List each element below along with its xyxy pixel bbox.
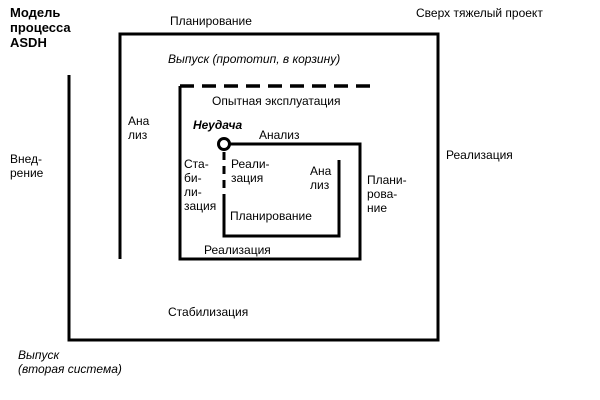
inner-left-label: Ста- би- ли- зация — [184, 157, 217, 213]
failure-point — [217, 137, 231, 151]
inner-spiral — [222, 160, 341, 238]
second-system-release-label: Выпуск (вторая система) — [18, 348, 122, 376]
diagram-title: Модель процесса ASDH — [10, 5, 71, 50]
pilot-label: Опытная эксплуатация — [212, 94, 341, 108]
inner-top-label: Анализ — [259, 128, 300, 142]
middle-bottom-label: Реализация — [204, 243, 271, 257]
outer-spiral — [67, 32, 440, 342]
core-planning-label: Планирование — [230, 209, 312, 223]
top-right-label: Сверх тяжелый проект — [416, 6, 543, 20]
outer-top-label: Планирование — [170, 14, 252, 28]
middle-left-label: Ана лиз — [128, 114, 150, 142]
outer-right-label: Реализация — [446, 148, 513, 162]
inner-right-label: Плани- рова- ние — [367, 173, 407, 215]
outer-left-label: Внед- рение — [10, 152, 44, 180]
core-analysis-label: Ана лиз — [310, 164, 332, 192]
outer-bottom-label: Стабилизация — [168, 305, 249, 319]
middle-spiral — [178, 86, 362, 261]
prototype-release-label: Выпуск (прототип, в корзину) — [168, 52, 341, 66]
core-realization-label: Реали- зация — [231, 157, 270, 185]
failure-label: Неудача — [193, 118, 243, 132]
